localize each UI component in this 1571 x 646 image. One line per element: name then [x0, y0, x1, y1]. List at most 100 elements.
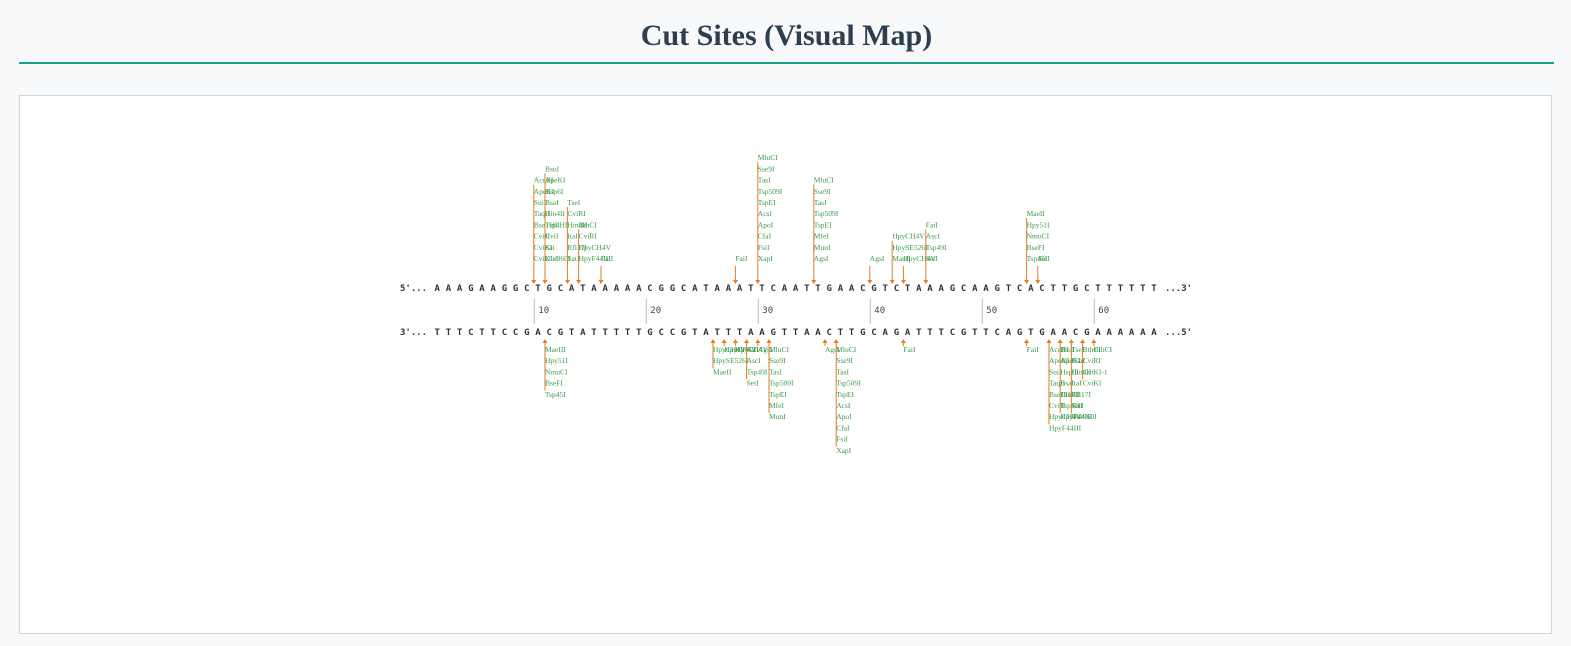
- base: G: [547, 284, 552, 294]
- base: A: [1118, 328, 1124, 338]
- enzyme-label: Tsp45I: [1027, 254, 1048, 263]
- enzyme-label: FsiI: [836, 435, 848, 444]
- enzyme-label: TspEI: [758, 198, 776, 207]
- enzyme-label: ItaI: [567, 232, 578, 241]
- cut-arrowhead: [1035, 280, 1041, 284]
- enzyme-label: TseI: [567, 198, 580, 207]
- tick-label: 20: [650, 306, 661, 316]
- enzyme-label: CviI: [545, 232, 559, 241]
- base: C: [961, 284, 966, 294]
- enzyme-label: BsaI: [545, 198, 559, 207]
- base: T: [737, 328, 743, 338]
- base: G: [995, 284, 1000, 294]
- enzyme-label: MluCI: [836, 345, 857, 354]
- enzyme-label: Tsp509I: [758, 187, 783, 196]
- cut-arrowhead: [867, 280, 873, 284]
- enzyme-label: AceIII: [1049, 345, 1069, 354]
- cut-arrowhead: [542, 280, 548, 284]
- base: C: [647, 284, 652, 294]
- enzyme-label: CviKI: [534, 243, 553, 252]
- base: C: [995, 328, 1000, 338]
- enzyme-label: NmuCI: [1027, 232, 1050, 241]
- base: T: [983, 328, 989, 338]
- base: G: [468, 284, 473, 294]
- cut-arrowhead: [564, 280, 570, 284]
- cut-arrowhead: [1024, 339, 1030, 343]
- base: T: [457, 328, 463, 338]
- base: A: [939, 284, 945, 294]
- base: G: [647, 328, 652, 338]
- enzyme-label: AscI: [747, 356, 762, 365]
- cut-arrowhead: [744, 339, 750, 343]
- base: T: [905, 284, 911, 294]
- enzyme-label: TasI: [814, 198, 827, 207]
- enzyme-label: CviKI: [1083, 379, 1102, 388]
- base: C: [1017, 284, 1022, 294]
- tick-label: 50: [986, 306, 997, 316]
- enzyme-label: FsiI: [758, 243, 770, 252]
- enzyme-label: MluCI: [814, 176, 835, 185]
- base: A: [625, 284, 631, 294]
- cut-arrowhead: [900, 280, 906, 284]
- cut-arrowhead: [576, 280, 582, 284]
- base: A: [815, 328, 821, 338]
- base: C: [1039, 284, 1044, 294]
- enzyme-label: AgsI: [758, 345, 773, 354]
- enzyme-label: BseFI: [545, 379, 563, 388]
- bottom-strand-suffix: ...5': [1165, 328, 1192, 338]
- base: A: [636, 284, 642, 294]
- cut-arrowhead: [1068, 339, 1074, 343]
- base: T: [692, 328, 698, 338]
- cut-arrowhead: [755, 280, 761, 284]
- base: A: [435, 284, 441, 294]
- enzyme-label: Hin4II: [1071, 367, 1091, 376]
- bottom-strand-prefix: 3'...: [400, 328, 427, 338]
- base: G: [1039, 328, 1044, 338]
- base: A: [983, 284, 989, 294]
- enzyme-label: TasI: [836, 367, 849, 376]
- enzyme-label: Rfl17I: [1071, 390, 1091, 399]
- enzyme-label: Tsp49I: [747, 367, 768, 376]
- enzyme-label: BseTHI: [534, 220, 558, 229]
- base: C: [670, 328, 675, 338]
- base: T: [1118, 284, 1124, 294]
- cut-arrowhead: [598, 280, 604, 284]
- enzyme-label: FaiI: [747, 345, 760, 354]
- tick-label: 10: [538, 306, 549, 316]
- base: A: [748, 328, 754, 338]
- base: A: [1028, 284, 1034, 294]
- base: C: [547, 328, 552, 338]
- cut-arrowhead: [889, 280, 895, 284]
- enzyme-label: Hin4II: [567, 220, 587, 229]
- cut-arrowhead: [1024, 280, 1030, 284]
- base: C: [513, 328, 518, 338]
- enzyme-label: HpyCH4V: [713, 345, 746, 354]
- enzyme-label: ItaI: [1071, 379, 1082, 388]
- enzyme-label: FaiI: [735, 254, 748, 263]
- enzyme-label: TasI: [758, 176, 771, 185]
- enzyme-label: ApoI: [836, 412, 852, 421]
- base: A: [1151, 328, 1157, 338]
- enzyme-label: CviRI: [579, 232, 598, 241]
- enzyme-label: AceIII: [534, 176, 554, 185]
- enzyme-label: TspEI: [769, 390, 787, 399]
- base: A: [457, 284, 463, 294]
- base: G: [860, 328, 865, 338]
- base: C: [659, 328, 664, 338]
- base: G: [871, 284, 876, 294]
- base: T: [782, 328, 788, 338]
- enzyme-label: Rfl17I: [567, 243, 587, 252]
- enzyme-label: SetI: [926, 254, 939, 263]
- top-strand-suffix: ...3': [1165, 284, 1192, 294]
- base: C: [1073, 328, 1078, 338]
- enzyme-label: Tsp509I: [769, 379, 794, 388]
- enzyme-label: Uur960I: [1071, 412, 1097, 421]
- base: A: [916, 284, 922, 294]
- enzyme-label: Sse9I: [758, 164, 775, 173]
- cut-arrowhead: [732, 339, 738, 343]
- enzyme-label: AgsI: [814, 254, 829, 263]
- base: G: [1073, 284, 1078, 294]
- base: T: [703, 284, 709, 294]
- base: T: [591, 328, 597, 338]
